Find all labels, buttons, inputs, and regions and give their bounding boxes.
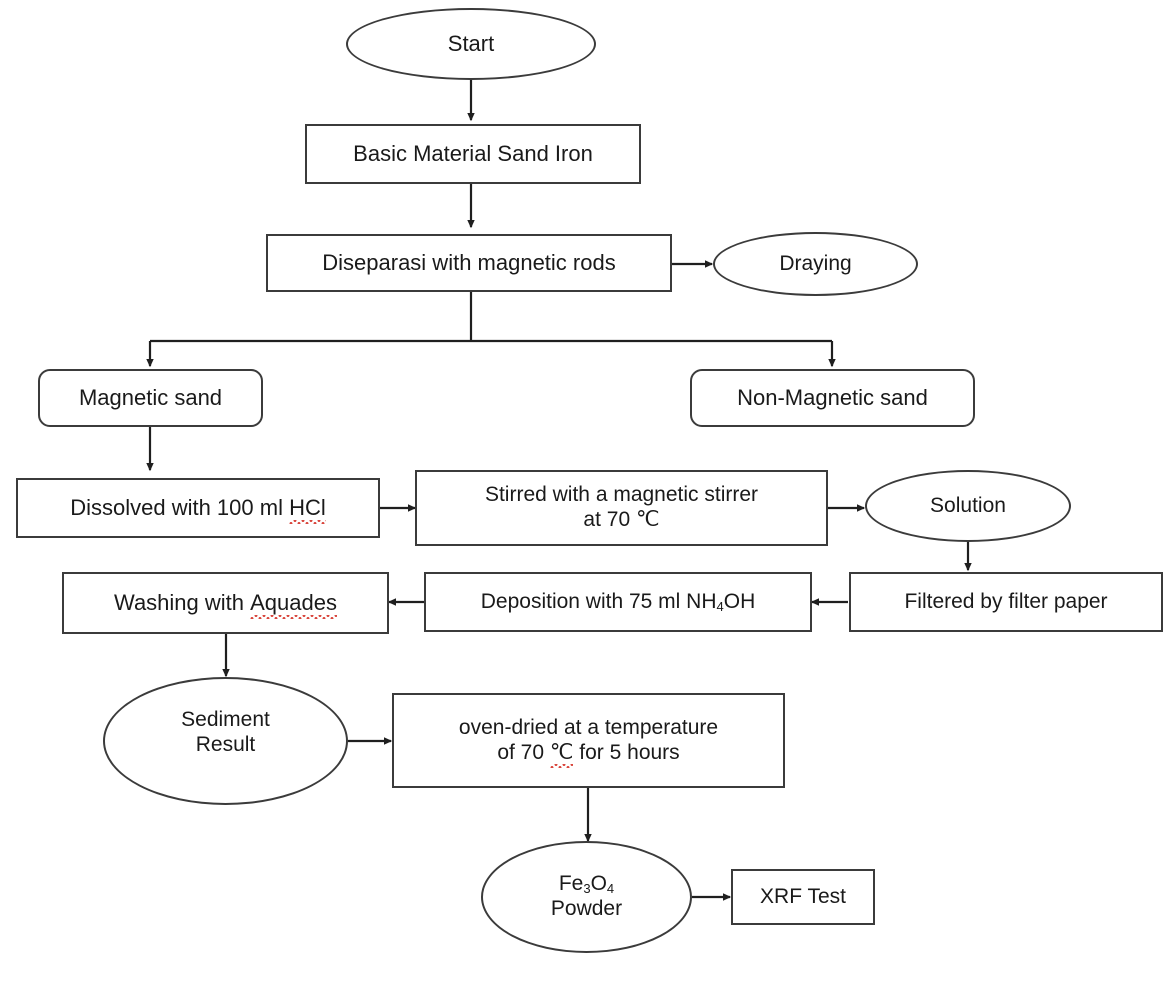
node-xrf-test-label: XRF Test <box>760 884 846 908</box>
node-oven-dried-line1: oven-dried at a temperature <box>458 715 719 739</box>
node-deposition-subscript: 4 <box>716 598 724 614</box>
node-stirred-line2: at 70 <box>583 508 636 531</box>
node-deposition[interactable]: Deposition with 75 ml NH4OH <box>424 572 812 632</box>
node-oven-dried-line2-after: for 5 hours <box>573 740 680 764</box>
node-start[interactable]: Start <box>346 8 596 80</box>
node-xrf-test[interactable]: XRF Test <box>731 869 875 925</box>
node-washing-misspelled: Aquades <box>250 590 337 619</box>
node-sediment-line2: Result <box>195 733 256 756</box>
node-fe3o4-formula: Fe3O4 <box>558 872 615 897</box>
node-solution[interactable]: Solution <box>865 470 1071 542</box>
node-magnetic-sand[interactable]: Magnetic sand <box>38 369 263 427</box>
node-start-label: Start <box>447 31 495 57</box>
node-non-magnetic-sand[interactable]: Non-Magnetic sand <box>690 369 975 427</box>
node-fe3o4-powder[interactable]: Fe3O4 Powder <box>481 841 692 953</box>
degree-celsius-icon: ℃ <box>635 508 660 531</box>
node-oven-dried-line2: of 70 <box>497 740 550 764</box>
node-non-magnetic-sand-label: Non-Magnetic sand <box>737 385 928 411</box>
degree-celsius-icon: ℃ <box>549 740 574 769</box>
node-washing[interactable]: Washing with Aquades <box>62 572 389 634</box>
node-filtered[interactable]: Filtered by filter paper <box>849 572 1163 632</box>
node-fe3o4-line2: Powder <box>550 897 623 920</box>
node-draying[interactable]: Draying <box>713 232 918 296</box>
node-sediment-line1: Sediment <box>181 708 270 732</box>
node-basic-material[interactable]: Basic Material Sand Iron <box>305 124 641 184</box>
node-diseparasi[interactable]: Diseparasi with magnetic rods <box>266 234 672 292</box>
node-washing-text: Washing with <box>114 590 251 616</box>
node-magnetic-sand-label: Magnetic sand <box>78 385 223 411</box>
node-draying-label: Draying <box>779 251 852 275</box>
node-oven-dried[interactable]: oven-dried at a temperature of 70 ℃ for … <box>392 693 785 788</box>
node-diseparasi-label: Diseparasi with magnetic rods <box>322 250 616 276</box>
node-filtered-label: Filtered by filter paper <box>904 589 1108 613</box>
node-dissolved-misspelled: HCl <box>289 495 326 524</box>
node-deposition-text-after: OH <box>723 589 756 613</box>
node-deposition-text: Deposition with 75 ml NH <box>480 589 717 613</box>
node-solution-label: Solution <box>930 493 1006 517</box>
node-stirred-line1: Stirred with a magnetic stirrer <box>484 483 759 507</box>
node-dissolved[interactable]: Dissolved with 100 ml HCl <box>16 478 380 538</box>
node-basic-material-label: Basic Material Sand Iron <box>353 141 593 167</box>
node-stirred[interactable]: Stirred with a magnetic stirrer at 70 ℃ <box>415 470 828 546</box>
node-dissolved-text: Dissolved with 100 ml <box>70 495 290 521</box>
node-sediment[interactable]: Sediment Result <box>103 677 348 805</box>
